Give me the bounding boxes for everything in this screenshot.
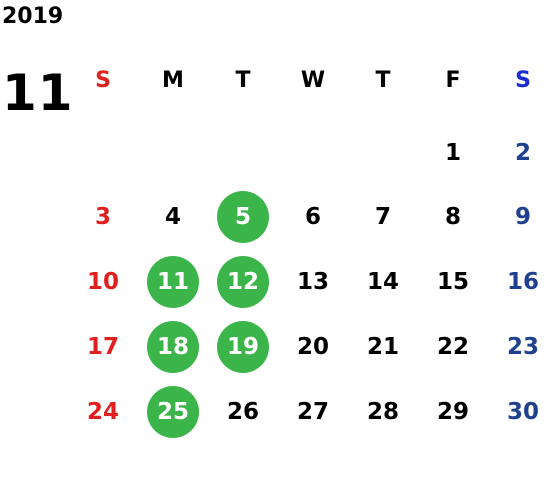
day-cell: 16 [488, 253, 548, 309]
day-cell: 20 [278, 318, 348, 374]
highlighted-day-number: 19 [217, 320, 269, 373]
highlighted-day-number: 25 [147, 385, 199, 438]
day-number: 4 [164, 203, 181, 230]
day-cell: 7 [348, 188, 418, 244]
day-number: 21 [366, 333, 399, 360]
day-cell: 13 [278, 253, 348, 309]
day-cell: 3 [68, 188, 138, 244]
weekday-header-thursday: T [375, 68, 391, 93]
day-number: 10 [86, 268, 119, 295]
day-number: 29 [436, 398, 469, 425]
day-cell: 11 [138, 253, 208, 309]
day-cell: 10 [68, 253, 138, 309]
day-number: 30 [506, 398, 539, 425]
day-cell: 18 [138, 318, 208, 374]
day-cell: 4 [138, 188, 208, 244]
day-number: 14 [366, 268, 399, 295]
highlighted-day-number: 18 [147, 320, 199, 373]
day-cell: 24 [68, 383, 138, 439]
day-number: 9 [514, 203, 531, 230]
day-cell: 9 [488, 188, 548, 244]
day-number: 28 [366, 398, 399, 425]
year-label: 2019 [2, 4, 64, 29]
day-cell: 6 [278, 188, 348, 244]
day-cell: 15 [418, 253, 488, 309]
day-number: 23 [506, 333, 539, 360]
day-number: 13 [296, 268, 329, 295]
day-number: 20 [296, 333, 329, 360]
day-number: 1 [444, 139, 461, 166]
day-number: 2 [514, 139, 531, 166]
weekday-header-tuesday: T [235, 68, 251, 93]
weekday-header-sunday: S [95, 68, 111, 93]
day-cell: 25 [138, 383, 208, 439]
weekday-header-wednesday: W [300, 68, 326, 93]
day-cell: 29 [418, 383, 488, 439]
month-number: 11 [2, 64, 74, 122]
highlighted-day-number: 11 [147, 255, 199, 308]
day-number: 8 [444, 203, 461, 230]
day-cell: 22 [418, 318, 488, 374]
day-number: 6 [304, 203, 321, 230]
day-number: 27 [296, 398, 329, 425]
day-cell: 28 [348, 383, 418, 439]
weekday-header-monday: M [162, 68, 184, 93]
day-number: 22 [436, 333, 469, 360]
day-number: 7 [374, 203, 391, 230]
day-cell: 14 [348, 253, 418, 309]
day-cell: 1 [418, 124, 488, 180]
day-number: 15 [436, 268, 469, 295]
day-cell: 30 [488, 383, 548, 439]
day-number: 3 [94, 203, 111, 230]
day-cell: 19 [208, 318, 278, 374]
day-number: 16 [506, 268, 539, 295]
day-cell: 2 [488, 124, 548, 180]
day-cell: 17 [68, 318, 138, 374]
highlighted-day-number: 12 [217, 255, 269, 308]
day-cell: 5 [208, 188, 278, 244]
day-cell: 8 [418, 188, 488, 244]
day-cell: 23 [488, 318, 548, 374]
day-cell: 21 [348, 318, 418, 374]
day-cell: 12 [208, 253, 278, 309]
highlighted-day-number: 5 [217, 190, 269, 243]
weekday-header-saturday: S [515, 68, 531, 93]
day-number: 17 [86, 333, 119, 360]
day-cell: 26 [208, 383, 278, 439]
day-number: 26 [226, 398, 259, 425]
day-cell: 27 [278, 383, 348, 439]
weekday-header-friday: F [445, 68, 461, 93]
day-number: 24 [86, 398, 119, 425]
